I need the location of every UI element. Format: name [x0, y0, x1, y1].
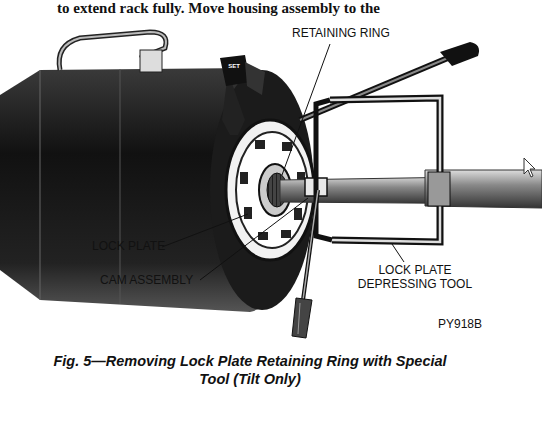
figure-code: PY918B: [438, 318, 508, 332]
part-label: LOCK PLATE: [92, 240, 172, 254]
knob-marking: SET: [222, 63, 246, 70]
body-text: to extend rack fully. Move housing assem…: [57, 0, 527, 17]
part-label: LOCK PLATE DEPRESSING TOOL: [356, 264, 474, 292]
figure-caption: Fig. 5—Removing Lock Plate Retaining Rin…: [40, 352, 460, 388]
part-label: CAM ASSEMBLY: [100, 274, 210, 288]
part-label: RETAINING RING: [292, 27, 442, 41]
